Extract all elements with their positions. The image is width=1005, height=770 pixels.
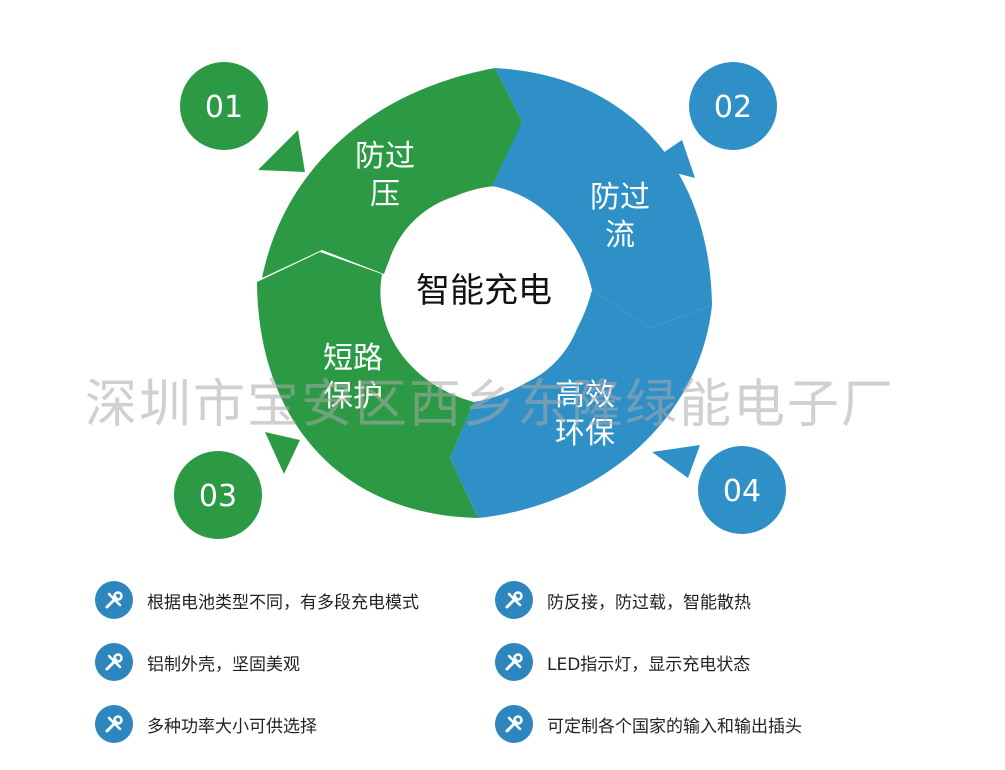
number-04: 04 [723,474,761,509]
number-circle-03 [174,451,262,539]
tools-icon [95,705,133,743]
number-02: 02 [714,90,752,125]
feature-item: 防反接，防过载，智能散热 [495,580,751,620]
segment-green-top [262,68,522,278]
number-01: 01 [205,90,243,125]
tools-icon [495,581,533,619]
feature-text: 可定制各个国家的输入和输出插头 [547,716,802,737]
segment-04-line1: 高效 [555,378,615,413]
feature-item: 多种功率大小可供选择 [95,704,317,744]
tools-icon [495,643,533,681]
segment-03-line1: 短路 [323,341,383,376]
center-circle [384,192,584,392]
arrowhead-top-right [645,140,695,178]
number-03: 03 [199,479,237,514]
number-circle-04 [698,446,786,534]
tools-icon [95,581,133,619]
feature-item: 可定制各个国家的输入和输出插头 [495,704,802,744]
segment-03-line2: 保护 [323,379,383,414]
segment-green-bottom [257,252,478,518]
segment-02-line1: 防过 [590,180,650,215]
tools-icon [95,643,133,681]
segment-blue-top [492,68,712,328]
arrowhead-top-left [258,130,305,172]
number-circle-02 [689,62,777,150]
segment-01-line1: 防过 [355,139,415,174]
feature-text: 根据电池类型不同，有多段充电模式 [147,592,419,613]
number-circle-01 [180,62,268,150]
feature-item: 根据电池类型不同，有多段充电模式 [95,580,419,620]
segment-01-line2: 压 [370,177,400,212]
feature-item: 铝制外壳，坚固美观 [95,642,300,682]
segment-blue-bottom [450,290,712,518]
tools-icon [495,705,533,743]
center-label: 智能充电 [416,271,552,311]
feature-text: 防反接，防过载，智能散热 [547,592,751,613]
arrowhead-bottom-right [652,445,700,478]
feature-text: 多种功率大小可供选择 [147,716,317,737]
segment-04-line2: 环保 [555,416,615,451]
feature-text: 铝制外壳，坚固美观 [147,654,300,675]
feature-item: LED指示灯，显示充电状态 [495,642,750,682]
segment-02-line2: 流 [605,218,635,253]
feature-text: LED指示灯，显示充电状态 [547,654,751,675]
arrowhead-bottom-left [265,432,300,474]
